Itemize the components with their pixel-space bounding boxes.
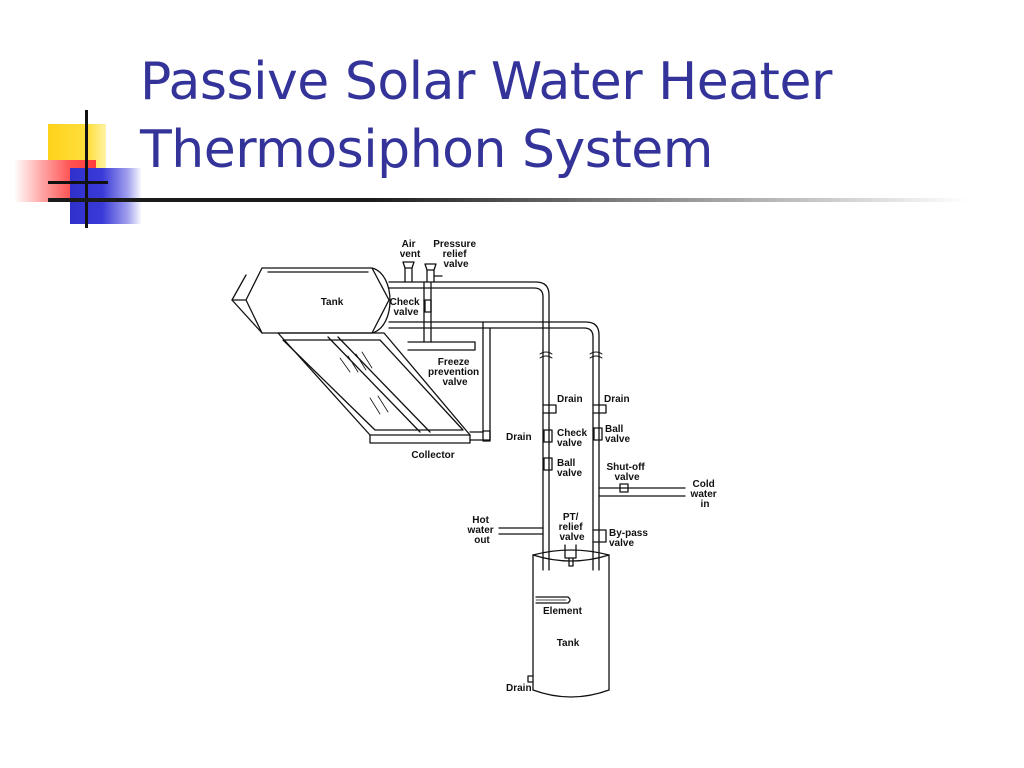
label-cold-water-in: Cold water in [690,479,720,510]
label-element: Element [543,606,583,617]
water-heater-tank [527,544,610,698]
left-vertical-valves [542,404,557,471]
hot-water-out-pipe [498,527,544,535]
label-bypass-valve: By-pass valve [609,528,651,549]
decor-blue-square [70,168,142,224]
solar-collector [277,332,471,444]
label-pt-relief-valve: PT/ relief valve [559,512,586,543]
label-ball-valve-right: Ball valve [605,424,630,445]
label-freeze-prevention-valve: Freeze prevention valve [428,357,482,388]
label-hot-water-out: Hot water out [467,515,497,546]
title-line-1: Passive Solar Water Heater [140,52,832,112]
diagram-labels: Air vent Pressure relief valve Tank Chec… [321,239,720,694]
label-air-vent: Air vent [400,239,421,260]
decor-vertical-line [85,110,88,228]
label-ball-valve-left: Ball valve [557,458,582,479]
roof-piping [388,261,600,571]
label-drain-bottom: Drain [506,683,532,694]
label-shutoff-valve: Shut-off valve [606,462,647,483]
slide-title: Passive Solar Water Heater Thermosiphon … [140,48,832,184]
label-check-valve-top: Check valve [390,297,423,318]
label-check-valve: Check valve [557,428,590,449]
label-drain-right: Drain [604,394,630,405]
label-pressure-relief-valve: Pressure relief valve [433,239,479,270]
decor-horizontal-line [48,181,108,184]
label-drain-left: Drain [557,394,583,405]
title-underline [48,198,968,202]
title-line-2: Thermosiphon System [140,120,713,180]
label-collector: Collector [411,450,454,461]
label-roof-tank: Tank [321,297,344,308]
label-drain-collector: Drain [506,432,532,443]
right-vertical-valves [592,404,686,543]
label-lower-tank: Tank [557,638,580,649]
roof-tank [231,267,391,334]
